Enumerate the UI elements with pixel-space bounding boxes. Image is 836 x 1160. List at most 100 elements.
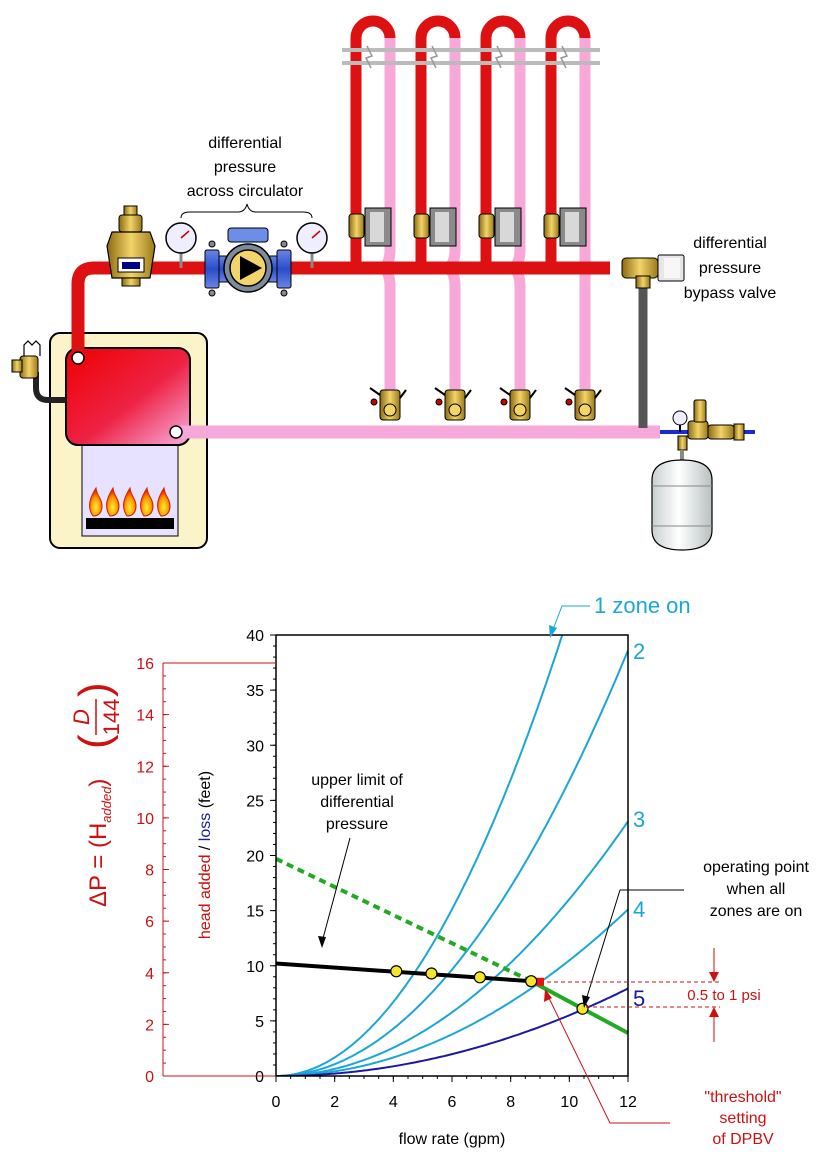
threshold-text: setting	[719, 1110, 766, 1127]
intersection-point	[473, 971, 486, 984]
supply-nozzle	[71, 351, 85, 365]
intersection-point	[390, 965, 403, 978]
operating-point-annotation: operating point when all zones are on	[582, 859, 809, 1008]
circulator-label-line: differential	[208, 135, 282, 152]
system-curve-zone-2	[276, 650, 628, 1076]
series-1-name: 1 zone on	[594, 593, 691, 618]
formula-subscript: added	[99, 786, 114, 823]
operating-point-text: when all	[726, 881, 786, 898]
x-tick-label: 6	[448, 1094, 457, 1111]
bypass-label-line: pressure	[699, 260, 761, 277]
formula-lhs: ΔP = (Hadded)	[85, 779, 114, 907]
supply-main	[71, 261, 610, 352]
intersection-point	[576, 1002, 589, 1015]
bypass-valve-icon	[621, 254, 685, 289]
upper-limit-annotation: upper limit of differential pressure	[311, 772, 403, 948]
y-axis-label: head added / loss (feet)	[197, 771, 214, 939]
pipe-break-marks	[342, 48, 600, 65]
psi-tick-label: 14	[136, 708, 154, 725]
bypass-label-line: bypass valve	[684, 285, 777, 302]
intersection-points	[390, 965, 589, 1015]
flame-icons	[89, 486, 171, 517]
system-curve-zone-3	[276, 820, 628, 1076]
relief-valve-icon	[11, 340, 41, 379]
y-tick-label: 15	[246, 904, 264, 921]
hydronic-schematic: differential pressure across circulator …	[11, 15, 777, 551]
threshold-text: "threshold"	[704, 1089, 781, 1106]
upper-limit-line	[275, 961, 532, 984]
series-2-name: 2	[633, 639, 645, 664]
x-axis-label: flow rate (gpm)	[399, 1131, 506, 1148]
bypass-label: differential pressure bypass valve	[684, 235, 777, 302]
psi-tick-label: 4	[145, 966, 154, 983]
burner	[86, 518, 174, 529]
system-curve-zone-1	[276, 635, 564, 1076]
system-curve-zone-5	[276, 987, 628, 1076]
y-tick-label: 35	[246, 683, 264, 700]
y-tick-label: 25	[246, 793, 264, 810]
psi-tick-label: 8	[145, 863, 154, 880]
fill-valve-assembly-icon	[672, 399, 745, 462]
y-tick-label: 0	[255, 1069, 264, 1086]
series-1-label: 1 zone on	[549, 593, 691, 638]
zone-supply-risers	[350, 15, 591, 268]
y-axis-label-sep: /	[197, 841, 214, 854]
balancing-valve-icons	[369, 387, 602, 421]
series-4-name: 4	[633, 897, 645, 922]
circulator-pump-icon	[204, 227, 292, 297]
formula-denominator: 144	[99, 699, 124, 736]
intersection-point	[525, 975, 538, 988]
threshold-annotation: "threshold" setting of DPBV	[544, 989, 782, 1148]
bypass-label-line: differential	[693, 235, 767, 252]
air-separator-icon	[106, 205, 156, 287]
y-tick-label: 40	[246, 628, 264, 645]
formula-rparen-big: )	[70, 682, 119, 697]
x-tick-label: 8	[506, 1094, 515, 1111]
upper-limit-text: upper limit of	[311, 772, 403, 789]
operating-point-text: zones are on	[710, 903, 803, 920]
y-axis-ticks: 0 5 10 15 20 25 30 35 40	[246, 628, 276, 1086]
formula-lhs-text: ΔP = (H	[85, 823, 112, 907]
formula-numerator: D	[69, 709, 94, 725]
circulator-label: differential pressure across circulator	[187, 135, 304, 200]
x-tick-label: 4	[389, 1094, 398, 1111]
x-tick-label: 12	[619, 1094, 637, 1111]
circulator-label-line: pressure	[214, 159, 276, 176]
y-axis-label-unit: (feet)	[197, 771, 214, 813]
psi-tick-label: 16	[136, 656, 154, 673]
y-tick-label: 10	[246, 959, 264, 976]
x-tick-label: 0	[272, 1094, 281, 1111]
heat-exchanger	[65, 347, 191, 446]
circulator-label-brace	[180, 203, 313, 219]
series-5-name: 5	[633, 986, 645, 1011]
psi-range-annotation: 0.5 to 1 psi	[540, 948, 774, 1042]
threshold-text: of DPBV	[712, 1131, 774, 1148]
return-nozzle	[169, 425, 183, 439]
y-axis-label-loss: loss	[197, 813, 214, 841]
zone-valve-icons	[348, 207, 587, 247]
x-tick-label: 2	[330, 1094, 339, 1111]
x-tick-label: 10	[560, 1094, 578, 1111]
x-axis-ticks: 0 2 4 6 8 10 12	[272, 1076, 637, 1111]
series-3-name: 3	[633, 807, 645, 832]
upper-limit-text: differential	[320, 794, 394, 811]
intersection-point	[425, 967, 438, 980]
psi-tick-label: 2	[145, 1017, 154, 1034]
bypass-closed-dashed-line	[275, 857, 533, 983]
plot-frame	[275, 634, 629, 1077]
y-tick-label: 20	[246, 849, 264, 866]
psi-tick-label: 0	[145, 1069, 154, 1086]
y-tick-label: 5	[255, 1014, 264, 1031]
dp-formula: ΔP = (Hadded) ( D 144 )	[69, 682, 124, 907]
pressure-gauge-right-icon	[296, 222, 328, 268]
chart-curves	[275, 635, 629, 1076]
relief-valve-pipe	[33, 372, 66, 403]
psi-tick-label: 10	[136, 811, 154, 828]
expansion-tank-icon	[651, 459, 713, 551]
y-tick-label: 30	[246, 738, 264, 755]
psi-range-text: 0.5 to 1 psi	[687, 987, 760, 1004]
formula-rparen: )	[85, 779, 112, 787]
